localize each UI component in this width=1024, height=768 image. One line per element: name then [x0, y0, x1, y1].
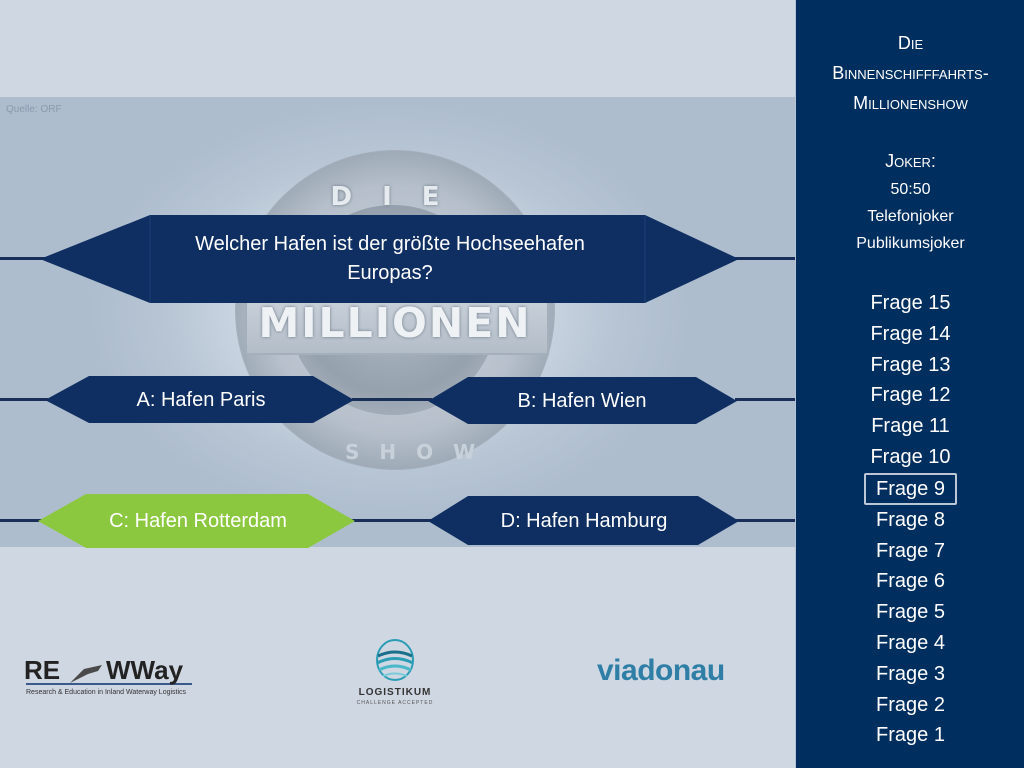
answer-d-label[interactable]: D: Hafen Hamburg	[500, 509, 668, 532]
ladder-item-label: Frage 11	[871, 415, 950, 438]
logistikum-logo: LOGISTIKUM CHALLENGE ACCEPTED	[350, 638, 440, 708]
ladder-item-label: Frage 14	[870, 322, 951, 345]
ladder-item: Frage 1	[796, 720, 1024, 751]
ladder-item-label: Frage 4	[876, 631, 945, 654]
logistikum-tagline: CHALLENGE ACCEPTED	[356, 700, 434, 706]
show-title-line-1: Die	[897, 33, 924, 53]
viadonau-logo: viadonau	[597, 654, 725, 687]
ladder-item: Frage 11	[796, 411, 1024, 442]
question-line-left	[0, 257, 45, 260]
ladder-item-label: Frage 6	[876, 570, 945, 593]
ladder-item: Frage 13	[796, 350, 1024, 381]
show-logo-bottom-text: SHOW	[345, 440, 496, 464]
quiz-stage: DIE MILLIONEN SHOW Quelle: ORF Welcher H…	[0, 97, 795, 708]
ladder-item: Frage 5	[796, 597, 1024, 628]
ladder-item-label: Frage 3	[876, 662, 945, 685]
show-title: Die Binnenschifffahrts- Millionenshow	[796, 28, 1024, 118]
answer-c-box[interactable]	[38, 494, 356, 549]
question-ladder: Frage 15 Frage 14 Frage 13 Frage 12 Frag…	[796, 288, 1024, 751]
ladder-item: Frage 3	[796, 659, 1024, 690]
ladder-item-label: Frage 12	[870, 384, 951, 407]
rewway-logo-tagline: Research & Education in Inland Waterway …	[26, 689, 187, 696]
answer-b-box[interactable]	[428, 377, 738, 425]
answer-a-box[interactable]	[45, 376, 355, 424]
joker-fifty-fifty[interactable]: 50:50	[890, 181, 931, 198]
logistikum-emblem-icon	[376, 639, 414, 681]
ladder-item-current: Frage 9	[796, 472, 1024, 505]
question-text: Welcher Hafen ist der größte Hochseehafe…	[195, 233, 585, 284]
ladder-item: Frage 15	[796, 288, 1024, 319]
ladder-item-label: Frage 7	[876, 539, 945, 562]
ladder-item: Frage 2	[796, 690, 1024, 721]
ladder-item: Frage 10	[796, 442, 1024, 473]
answer-b-label[interactable]: B: Hafen Wien	[517, 389, 647, 412]
ladder-item-label: Frage 9	[864, 472, 957, 505]
rewway-ship-icon	[26, 665, 192, 685]
answer-c-label[interactable]: C: Hafen Rotterdam	[109, 509, 287, 532]
rewway-logo-right: WWay	[106, 655, 184, 685]
ladder-item-label: Frage 15	[870, 292, 951, 314]
answer-row1-line-right	[735, 398, 795, 401]
ladder-item-label: Frage 5	[876, 601, 945, 624]
answer-a-label[interactable]: A: Hafen Paris	[136, 388, 266, 411]
ladder-item: Frage 12	[796, 380, 1024, 411]
joker-audience[interactable]: Publikumsjoker	[856, 235, 965, 252]
ladder-item-label: Frage 2	[876, 693, 945, 716]
logistikum-name: LOGISTIKUM	[358, 687, 432, 698]
answer-row1-line-mid	[352, 398, 432, 401]
rewway-logo-left: RE	[24, 655, 61, 685]
answer-d-box[interactable]	[428, 496, 740, 546]
show-logo-top-text: DIE	[330, 182, 470, 212]
sidebar: Die Binnenschifffahrts- Millionenshow Jo…	[795, 0, 1024, 768]
answer-row1-line-left	[0, 398, 48, 401]
question-box	[40, 215, 739, 303]
ladder-item: Frage 7	[796, 536, 1024, 567]
ladder-item: Frage 6	[796, 566, 1024, 597]
ladder-item-label: Frage 1	[876, 724, 945, 747]
rewway-logo: RE WWay Research & Education in Inland W…	[24, 655, 204, 705]
ladder-item: Frage 14	[796, 319, 1024, 350]
ladder-item-label: Frage 10	[870, 445, 951, 468]
joker-list: Joker: 50:50 Telefonjoker Publikumsjoker	[796, 146, 1024, 257]
answer-row2-line-left	[0, 519, 45, 522]
ladder-item-label: Frage 13	[870, 353, 951, 376]
ladder-item: Frage 8	[796, 505, 1024, 536]
source-credit: Quelle: ORF	[6, 104, 62, 115]
joker-phone[interactable]: Telefonjoker	[867, 208, 954, 225]
joker-heading: Joker:	[885, 151, 936, 171]
show-title-line-3: Millionenshow	[853, 93, 968, 113]
question-line-right	[735, 257, 795, 260]
show-logo-word: MILLIONEN	[258, 299, 532, 347]
show-title-line-2: Binnenschifffahrts-	[832, 63, 989, 83]
show-logo-band	[245, 295, 549, 355]
ladder-item: Frage 4	[796, 628, 1024, 659]
ladder-item-label: Frage 8	[876, 508, 945, 531]
answer-row2-line-mid	[350, 519, 432, 522]
answer-row2-line-right	[735, 519, 795, 522]
